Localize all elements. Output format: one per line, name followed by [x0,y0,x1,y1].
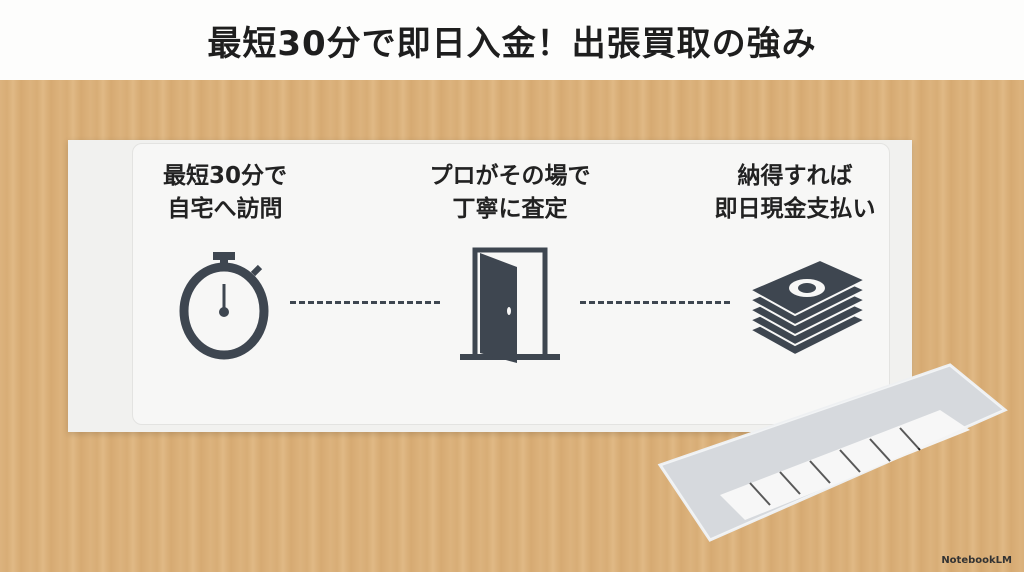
step-appraisal: プロがその場で 丁寧に査定 [410,160,610,226]
step-visit-line2: 自宅へ訪問 [167,196,283,222]
cash-stack-icon [747,258,868,357]
step-appraisal-line1: プロがその場で [429,163,591,189]
step-payment-line1: 納得すれば [737,163,853,189]
step-payment-line2: 即日現金支払い [714,196,876,222]
connector-line-2 [580,301,730,305]
brand-watermark: NotebookLM [941,555,1012,566]
connector-line-1 [290,301,440,305]
open-door-icon [460,247,560,363]
keyboard-image [657,363,1008,542]
header: 最短30分で即日入金！出張買取の強み [0,0,1024,80]
step-visit-line1: 最短30分で [162,163,287,189]
step-payment: 納得すれば 即日現金支払い [690,160,900,226]
step-visit: 最短30分で 自宅へ訪問 [150,160,300,226]
slide-title: 最短30分で即日入金！出張買取の強み [207,23,817,64]
step-appraisal-line2: 丁寧に査定 [452,196,568,222]
stopwatch-icon [179,252,269,360]
